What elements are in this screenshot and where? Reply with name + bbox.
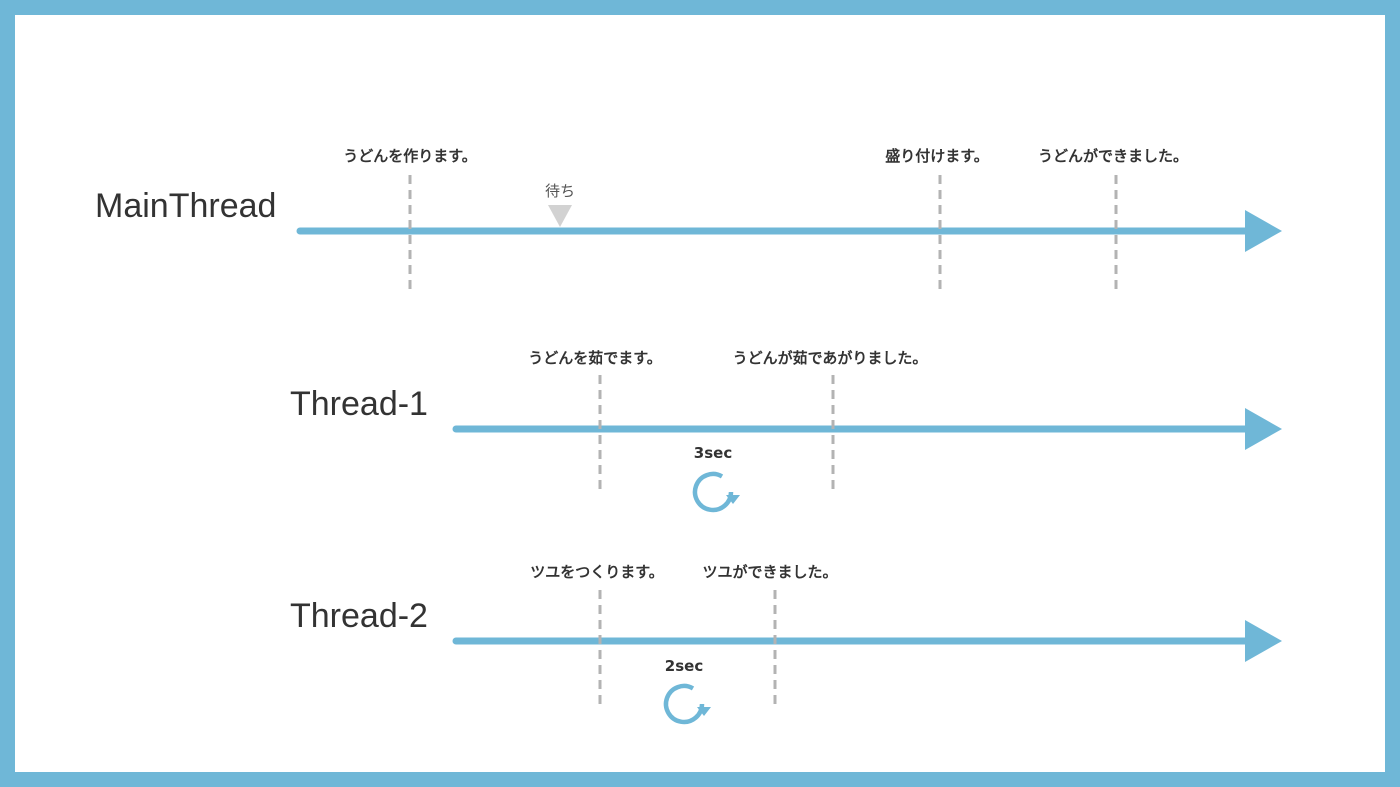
event-label-make-tsuyu: ツユをつくります。 — [530, 563, 664, 581]
event-label-tsuyu-done: ツユができました。 — [702, 563, 837, 581]
timeline-arrowhead — [1245, 408, 1282, 450]
wait-label: 待ち — [545, 182, 575, 200]
event-label-make-udon: うどんを作ります。 — [343, 147, 477, 165]
timeline-arrowhead — [1245, 620, 1282, 662]
refresh-icon — [692, 471, 740, 513]
event-label-udon-done: うどんができました。 — [1038, 147, 1188, 165]
lane-label-thread-1: Thread-1 — [290, 385, 428, 423]
event-label-udon-boiled: うどんが茹であがりました。 — [733, 349, 928, 367]
refresh-icon — [663, 683, 711, 725]
lane-label-thread-2: Thread-2 — [290, 597, 428, 635]
thread-timeline-diagram: MainThread うどんを作ります。 盛り付けます。 うどんができました。 … — [95, 147, 1282, 725]
duration-label-3sec: 3sec — [694, 444, 732, 462]
event-label-serve: 盛り付けます。 — [885, 147, 989, 165]
lane-main-thread: MainThread うどんを作ります。 盛り付けます。 うどんができました。 … — [95, 147, 1282, 289]
duration-label-2sec: 2sec — [665, 657, 703, 675]
wait-marker-icon — [548, 205, 572, 227]
diagram-frame: MainThread うどんを作ります。 盛り付けます。 うどんができました。 … — [15, 15, 1385, 772]
lane-thread-1: Thread-1 うどんを茹でます。 うどんが茹であがりました。 3sec — [290, 349, 1282, 513]
timeline-arrowhead — [1245, 210, 1282, 252]
event-label-boil-udon: うどんを茹でます。 — [528, 349, 662, 367]
lane-thread-2: Thread-2 ツユをつくります。 ツユができました。 2sec — [290, 563, 1282, 725]
lane-label-main-thread: MainThread — [95, 187, 276, 225]
